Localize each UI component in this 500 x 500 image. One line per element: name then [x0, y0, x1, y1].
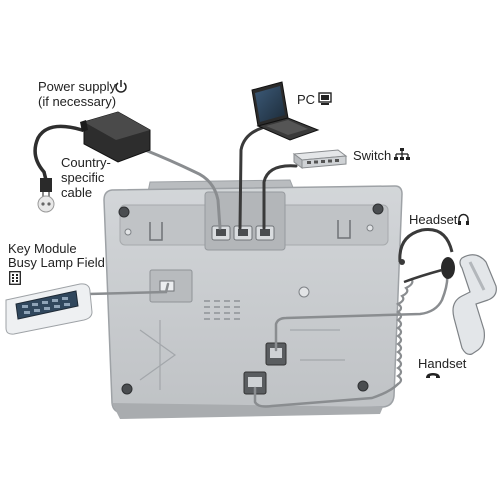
network-switch: [292, 149, 348, 169]
headset-label: Headset: [409, 212, 458, 227]
body-ribs: [139, 320, 345, 390]
power-cable: [143, 148, 222, 230]
screw-holes: [124, 224, 374, 298]
rear-ports: [211, 225, 275, 241]
handset-cable: [253, 382, 400, 408]
power-supply-unit: [80, 111, 151, 163]
laptop: [251, 81, 320, 141]
key-module-device: [5, 283, 93, 335]
mains-plug: [37, 178, 55, 213]
power-icon: [115, 80, 127, 93]
keypad-icon: [9, 271, 21, 285]
network-icon: [394, 148, 410, 160]
mount-slots: [149, 220, 351, 241]
handset-label: Handset: [418, 356, 467, 371]
headset-icon: [458, 213, 469, 225]
handset-coil: [395, 279, 414, 385]
headset-jack-slot: [270, 348, 282, 358]
cable-label-line1: Country-: [61, 155, 111, 170]
busy-lamp-field-label: Busy Lamp Field: [8, 255, 105, 270]
power-supply-note: (if necessary): [38, 94, 117, 109]
power-supply-label: Power supply: [38, 79, 117, 94]
phone-base-lip: [112, 403, 383, 419]
handset-device: [452, 254, 497, 355]
pc-label: PC: [297, 92, 316, 107]
vent-grid: [204, 300, 240, 320]
key-module-cable: [86, 282, 170, 296]
switch-label: Switch: [353, 148, 392, 163]
headset-device: [398, 227, 455, 284]
handset-icon: [426, 373, 440, 378]
mains-cable: [33, 124, 84, 182]
monitor-icon: [318, 92, 332, 105]
cable-label-line2: specific: [61, 170, 105, 185]
key-module-label: Key Module: [8, 241, 77, 256]
cable-label-line3: cable: [61, 185, 93, 200]
headset-cable: [274, 266, 449, 352]
rubber-feet: [118, 203, 384, 395]
handset-jack-slot: [248, 377, 262, 387]
switch-cable: [262, 164, 298, 230]
pc-cable: [238, 126, 264, 230]
